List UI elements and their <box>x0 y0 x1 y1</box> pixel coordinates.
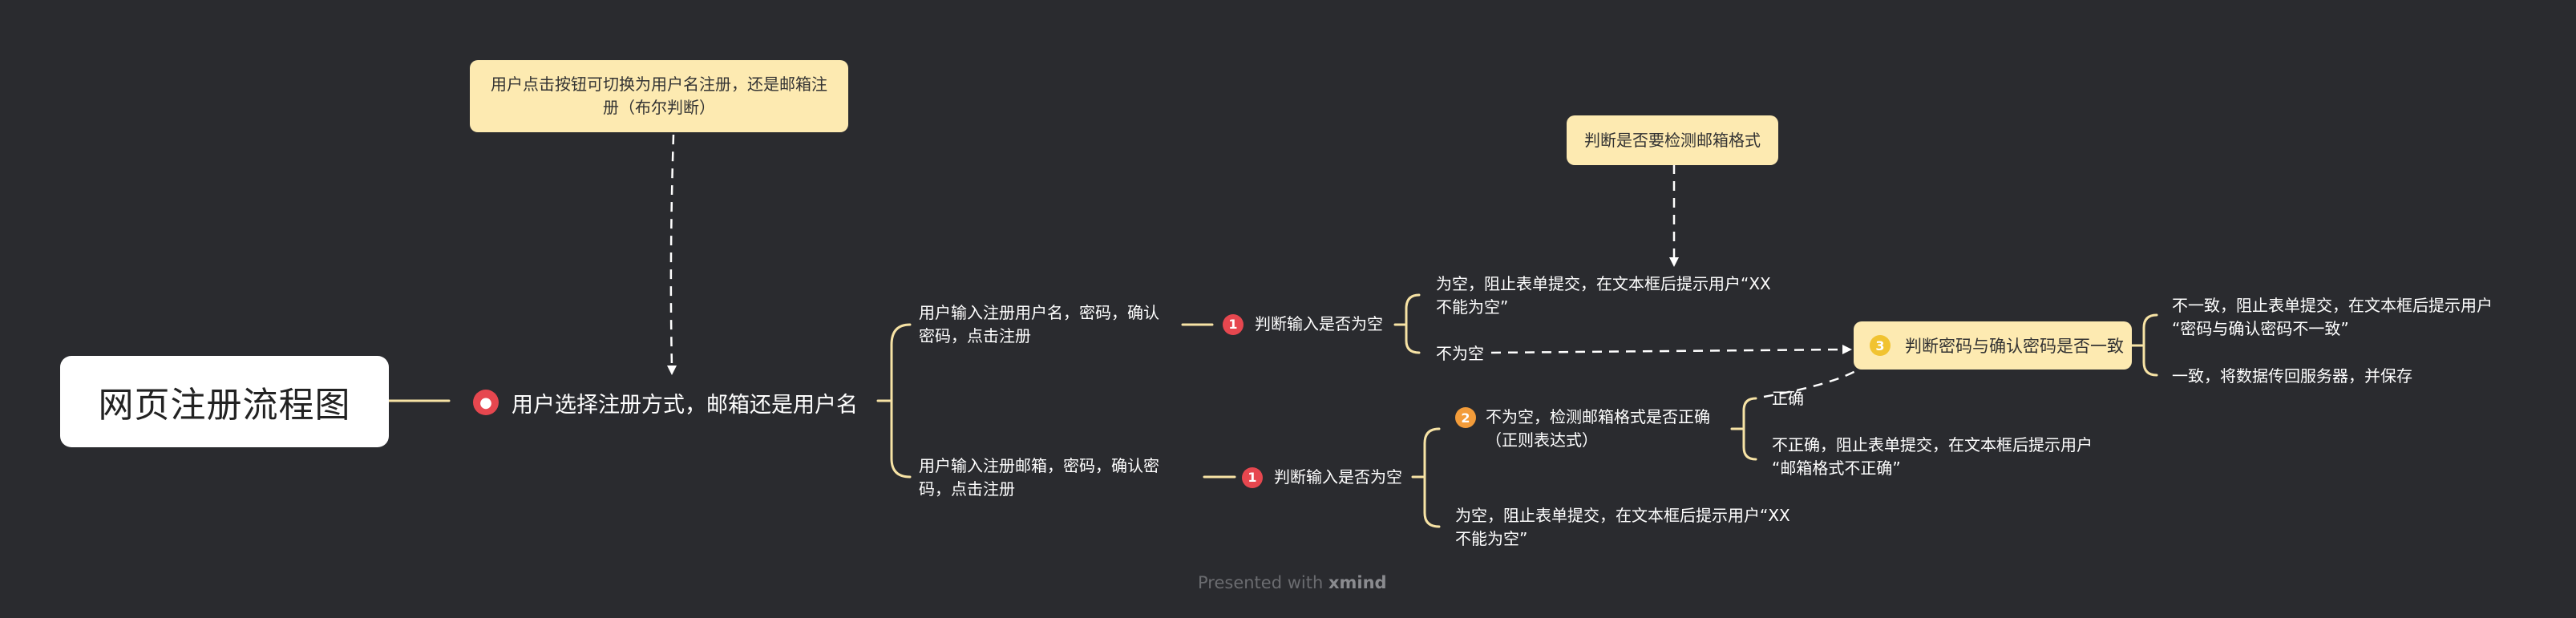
callout-email-check-text: 判断是否要检测邮箱格式 <box>1584 130 1761 150</box>
email-empty-check-label: 判断输入是否为空 <box>1274 467 1402 487</box>
root-topic[interactable]: 网页注册流程图 <box>60 356 389 447</box>
email-format-incorrect-line1: 不正确，阻止表单提交，在文本框后提示用户 <box>1772 435 2093 454</box>
username-not-empty-outcome[interactable]: 不为空 <box>1436 342 1484 366</box>
password-match-check-label: 判断密码与确认密码是否一致 <box>1905 337 2124 356</box>
email-format-line2: （正则表达式） <box>1486 430 1598 450</box>
main-topic[interactable]: ● 用户选择注册方式，邮箱还是用户名 <box>473 386 858 419</box>
priority-1-icon: 1 <box>1223 313 1244 335</box>
password-match-outcome[interactable]: 一致，将数据传回服务器，并保存 <box>2172 365 2412 388</box>
password-mismatch-line2: “密码与确认密码不一致” <box>2172 319 2349 338</box>
email-format-line1: 不为空，检测邮箱格式是否正确 <box>1486 407 1710 426</box>
password-mismatch-line1: 不一致，阻止表单提交，在文本框后提示用户 <box>2172 296 2493 315</box>
callout-toggle-text: 用户点击按钮可切换为用户名注册，还是邮箱注册（布尔判断） <box>491 75 827 117</box>
priority-3-icon: 3 <box>1870 335 1891 356</box>
priority-2-icon: 2 <box>1455 407 1476 428</box>
priority-1-icon: 1 <box>1242 467 1263 488</box>
root-title: 网页注册流程图 <box>98 385 351 426</box>
main-topic-label: 用户选择注册方式，邮箱还是用户名 <box>512 392 858 418</box>
branch-username-line1: 用户输入注册用户名，密码，确认 <box>919 303 1159 322</box>
username-empty-check-label: 判断输入是否为空 <box>1255 314 1383 333</box>
pin-icon: ● <box>473 390 499 415</box>
email-empty-check[interactable]: 1 判断输入是否为空 <box>1242 466 1402 489</box>
email-empty-outcome[interactable]: 为空，阻止表单提交，在文本框后提示用户“XX 不能为空” <box>1455 504 1790 551</box>
email-format-check[interactable]: 2 不为空，检测邮箱格式是否正确 （正则表达式） <box>1455 406 1710 452</box>
username-empty-line1: 为空，阻止表单提交，在文本框后提示用户“XX <box>1436 274 1771 293</box>
email-format-incorrect-line2: “邮箱格式不正确” <box>1772 458 1901 478</box>
branch-username[interactable]: 用户输入注册用户名，密码，确认 密码，点击注册 <box>919 301 1159 348</box>
branch-email-line1: 用户输入注册邮箱，密码，确认密 <box>919 456 1159 475</box>
footer-brand: xmind <box>1328 573 1387 592</box>
email-format-incorrect[interactable]: 不正确，阻止表单提交，在文本框后提示用户 “邮箱格式不正确” <box>1772 434 2093 480</box>
email-empty-line2: 不能为空” <box>1455 529 1528 548</box>
branch-email[interactable]: 用户输入注册邮箱，密码，确认密 码，点击注册 <box>919 454 1159 501</box>
footer-prefix: Presented with <box>1198 573 1324 592</box>
username-empty-outcome[interactable]: 为空，阻止表单提交，在文本框后提示用户“XX 不能为空” <box>1436 273 1771 319</box>
username-not-empty-label: 不为空 <box>1436 344 1484 363</box>
branch-username-line2: 密码，点击注册 <box>919 326 1031 345</box>
email-empty-line1: 为空，阻止表单提交，在文本框后提示用户“XX <box>1455 506 1790 525</box>
password-match-check[interactable]: 3 判断密码与确认密码是否一致 <box>1854 321 2132 370</box>
username-empty-check[interactable]: 1 判断输入是否为空 <box>1223 313 1383 336</box>
footer-credit: Presented with xmind <box>1198 573 1387 592</box>
username-empty-line2: 不能为空” <box>1436 297 1509 317</box>
callout-email-check-note[interactable]: 判断是否要检测邮箱格式 <box>1567 115 1778 165</box>
email-format-correct-label: 正确 <box>1772 389 1804 408</box>
password-match-label: 一致，将数据传回服务器，并保存 <box>2172 366 2412 386</box>
callout-toggle-note[interactable]: 用户点击按钮可切换为用户名注册，还是邮箱注册（布尔判断） <box>470 60 848 132</box>
branch-email-line2: 码，点击注册 <box>919 479 1015 499</box>
email-format-correct[interactable]: 正确 <box>1772 387 1804 410</box>
password-mismatch-outcome[interactable]: 不一致，阻止表单提交，在文本框后提示用户 “密码与确认密码不一致” <box>2172 294 2493 341</box>
